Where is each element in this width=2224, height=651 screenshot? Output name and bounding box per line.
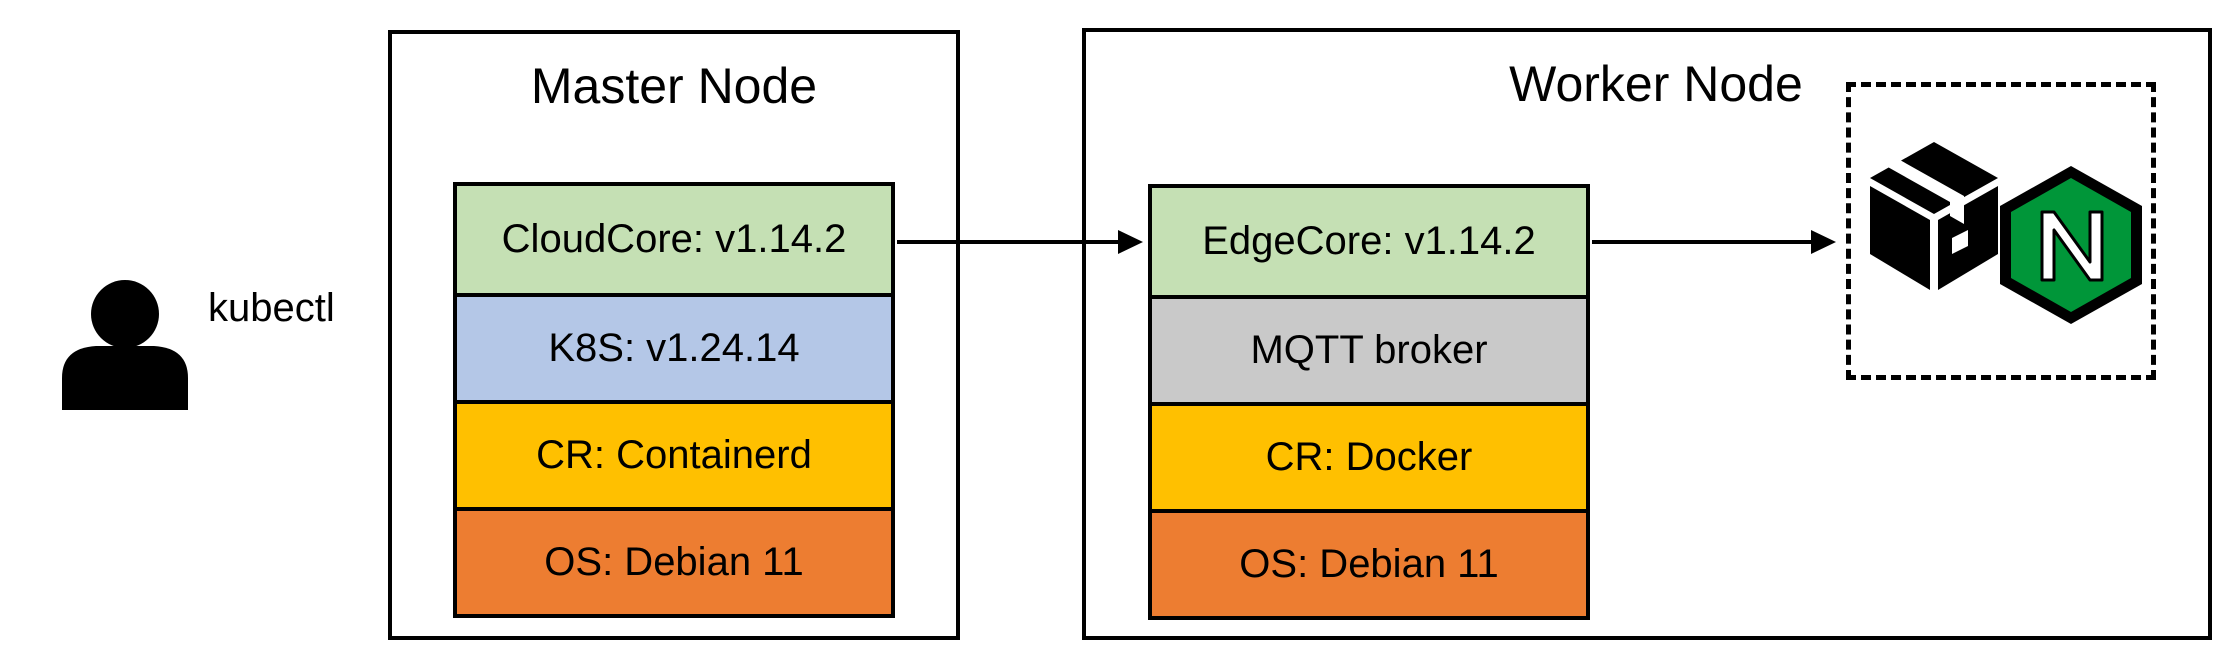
nginx-logo-icon — [2000, 166, 2142, 324]
master-os-layer: OS: Debian 11 — [457, 507, 891, 614]
worker-stack: EdgeCore: v1.14.2 MQTT broker CR: Docker… — [1148, 184, 1590, 620]
worker-os-layer: OS: Debian 11 — [1152, 509, 1586, 616]
k8s-layer: K8S: v1.24.14 — [457, 293, 891, 400]
edgecore-layer: EdgeCore: v1.14.2 — [1152, 188, 1586, 295]
master-cr-layer: CR: Containerd — [457, 400, 891, 507]
package-box-icon — [1870, 142, 1998, 290]
pod-box — [1846, 82, 2156, 380]
user-label: kubectl — [208, 286, 335, 330]
worker-node-title: Worker Node — [1509, 56, 1803, 112]
cloudcore-layer: CloudCore: v1.14.2 — [457, 186, 891, 293]
mqtt-broker-layer: MQTT broker — [1152, 295, 1586, 402]
master-stack: CloudCore: v1.14.2 K8S: v1.24.14 CR: Con… — [453, 182, 895, 618]
master-node-title: Master Node — [530, 58, 818, 114]
user-icon — [62, 280, 188, 410]
worker-cr-layer: CR: Docker — [1152, 402, 1586, 509]
